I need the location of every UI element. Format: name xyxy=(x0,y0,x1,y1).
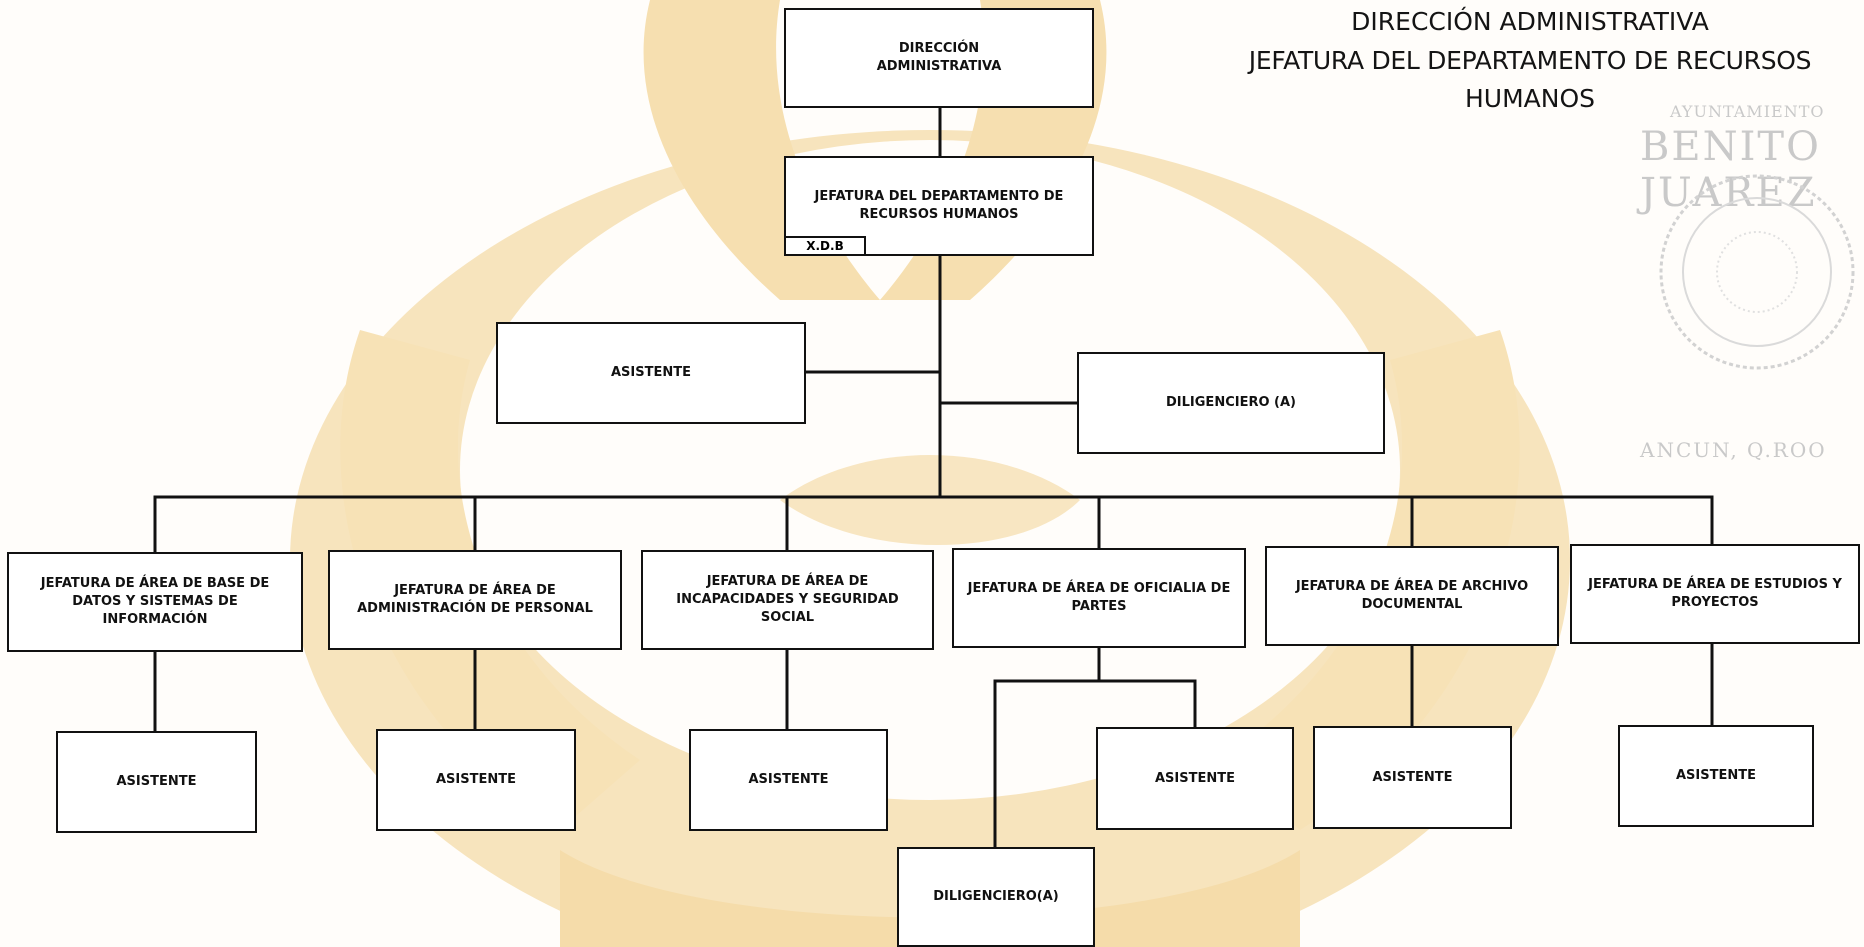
node-label: ASISTENTE xyxy=(1155,770,1235,786)
node-label: JEFATURA DE ÁREA DE ESTUDIOS Y PROYECTOS xyxy=(1588,577,1842,610)
node-asistente-personal: ASISTENTE xyxy=(376,729,576,831)
node-area-administracion-personal: JEFATURA DE ÁREA DE ADMINISTRACIÓN DE PE… xyxy=(328,550,622,650)
node-label: JEFATURA DE ÁREA DE INCAPACIDADES Y SEGU… xyxy=(676,574,899,625)
node-label: DILIGENCIERO(A) xyxy=(933,889,1059,904)
node-asistente-direccion: ASISTENTE xyxy=(496,322,806,424)
stamp-text: AYUNTAMIENTO xyxy=(1670,102,1825,121)
stamp-text: BENITO JUAREZ xyxy=(1640,124,1821,216)
header-subtitle-cont: HUMANOS xyxy=(1464,84,1596,113)
node-label: ASISTENTE xyxy=(1676,768,1756,783)
node-area-estudios-proyectos: JEFATURA DE ÁREA DE ESTUDIOS Y PROYECTOS xyxy=(1570,544,1860,644)
node-direccion-administrativa: DIRECCIÓN ADMINISTRATIVA xyxy=(784,8,1094,108)
node-asistente-oficialia: ASISTENTE xyxy=(1096,727,1294,830)
stamp-text: ANCUN, Q.ROO xyxy=(1640,438,1827,462)
node-label: JEFATURA DE ÁREA DE ARCHIVO DOCUMENTAL xyxy=(1295,579,1529,612)
node-label: DIRECCIÓN ADMINISTRATIVA xyxy=(876,41,1002,74)
node-label: ASISTENTE xyxy=(1372,769,1453,785)
node-label: JEFATURA DE ÁREA DE ADMINISTRACIÓN DE PE… xyxy=(357,583,593,616)
node-asistente-archivo: ASISTENTE xyxy=(1313,726,1512,829)
node-label: ASISTENTE xyxy=(611,365,691,380)
seal-icon xyxy=(1659,174,1855,370)
node-asistente-base-datos: ASISTENTE xyxy=(56,731,257,833)
header-title: DIRECCIÓN ADMINISTRATIVA xyxy=(1351,7,1709,36)
node-label: ASISTENTE xyxy=(436,772,516,787)
node-diligenciero-direccion: DILIGENCIERO (A) xyxy=(1077,352,1385,454)
node-area-incapacidades: JEFATURA DE ÁREA DE INCAPACIDADES Y SEGU… xyxy=(641,550,934,650)
node-label: ASISTENTE xyxy=(748,772,829,787)
node-label: JEFATURA DE ÁREA DE OFICIALIA DE PARTES xyxy=(967,581,1231,614)
node-label: JEFATURA DE ÁREA DE BASE DE DATOS Y SIST… xyxy=(40,576,270,627)
node-label: JEFATURA DEL DEPARTAMENTO DE RECURSOS HU… xyxy=(814,189,1064,222)
node-tag: X.D.B xyxy=(784,236,866,256)
header-subtitle: JEFATURA DEL DEPARTAMENTO DE RECURSOS xyxy=(1248,46,1812,75)
node-area-base-datos: JEFATURA DE ÁREA DE BASE DE DATOS Y SIST… xyxy=(7,552,303,652)
node-area-archivo-documental: JEFATURA DE ÁREA DE ARCHIVO DOCUMENTAL xyxy=(1265,546,1559,646)
node-asistente-estudios: ASISTENTE xyxy=(1618,725,1814,827)
node-asistente-incapacidades: ASISTENTE xyxy=(689,729,888,831)
node-diligenciero-oficialia: DILIGENCIERO(A) xyxy=(897,847,1095,947)
node-label: ASISTENTE xyxy=(116,774,197,789)
node-area-oficialia-partes: JEFATURA DE ÁREA DE OFICIALIA DE PARTES xyxy=(952,548,1246,648)
node-label: DILIGENCIERO (A) xyxy=(1166,395,1296,410)
node-jefatura-recursos-humanos: JEFATURA DEL DEPARTAMENTO DE RECURSOS HU… xyxy=(784,156,1094,256)
